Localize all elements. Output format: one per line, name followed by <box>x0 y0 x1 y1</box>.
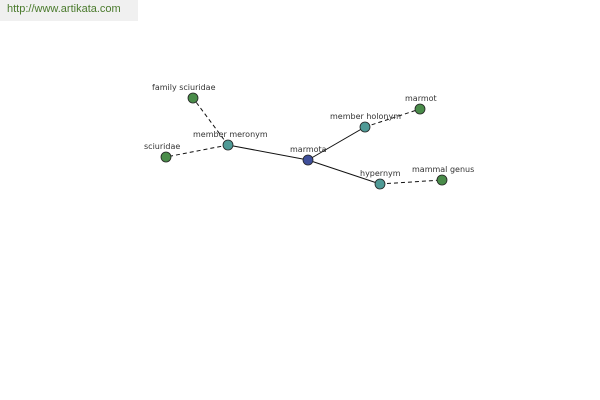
edge-hypernym-to-mammal-genus <box>379 179 443 185</box>
node-label-family-sciuridae: family sciuridae <box>152 83 216 92</box>
edge-marmota-to-member-holonym <box>307 126 366 161</box>
node-label-member-holonym: member holonym <box>330 112 401 121</box>
edges-layer <box>165 97 443 185</box>
node-label-sciuridae: sciuridae <box>144 142 180 151</box>
edge-member-meronym-to-sciuridae <box>165 144 229 158</box>
node-mammal-genus[interactable] <box>436 174 448 186</box>
node-label-mammal-genus: mammal genus <box>412 165 474 174</box>
node-marmot[interactable] <box>414 103 426 115</box>
nodes-layer <box>160 92 448 190</box>
node-label-member-meronym: member meronym <box>193 130 268 139</box>
node-label-marmot: marmot <box>405 94 437 103</box>
site-url-banner: http://www.artikata.com <box>0 0 138 21</box>
node-hypernym[interactable] <box>374 178 386 190</box>
edge-marmota-to-member-meronym <box>227 144 309 161</box>
node-label-hypernym: hypernym <box>360 169 401 178</box>
site-url-link[interactable]: http://www.artikata.com <box>7 3 121 15</box>
edge-member-holonym-to-marmot <box>364 108 421 128</box>
node-member-meronym[interactable] <box>222 139 234 151</box>
node-marmota[interactable] <box>302 154 314 166</box>
node-member-holonym[interactable] <box>359 121 371 133</box>
labels-layer: marmota member meronym member holonym hyper… <box>144 83 474 178</box>
node-label-marmota: marmota <box>290 145 327 154</box>
edge-marmota-to-hypernym <box>307 159 381 185</box>
node-sciuridae[interactable] <box>160 151 172 163</box>
node-family-sciuridae[interactable] <box>187 92 199 104</box>
edge-member-meronym-to-family-sciuridae <box>192 97 229 146</box>
